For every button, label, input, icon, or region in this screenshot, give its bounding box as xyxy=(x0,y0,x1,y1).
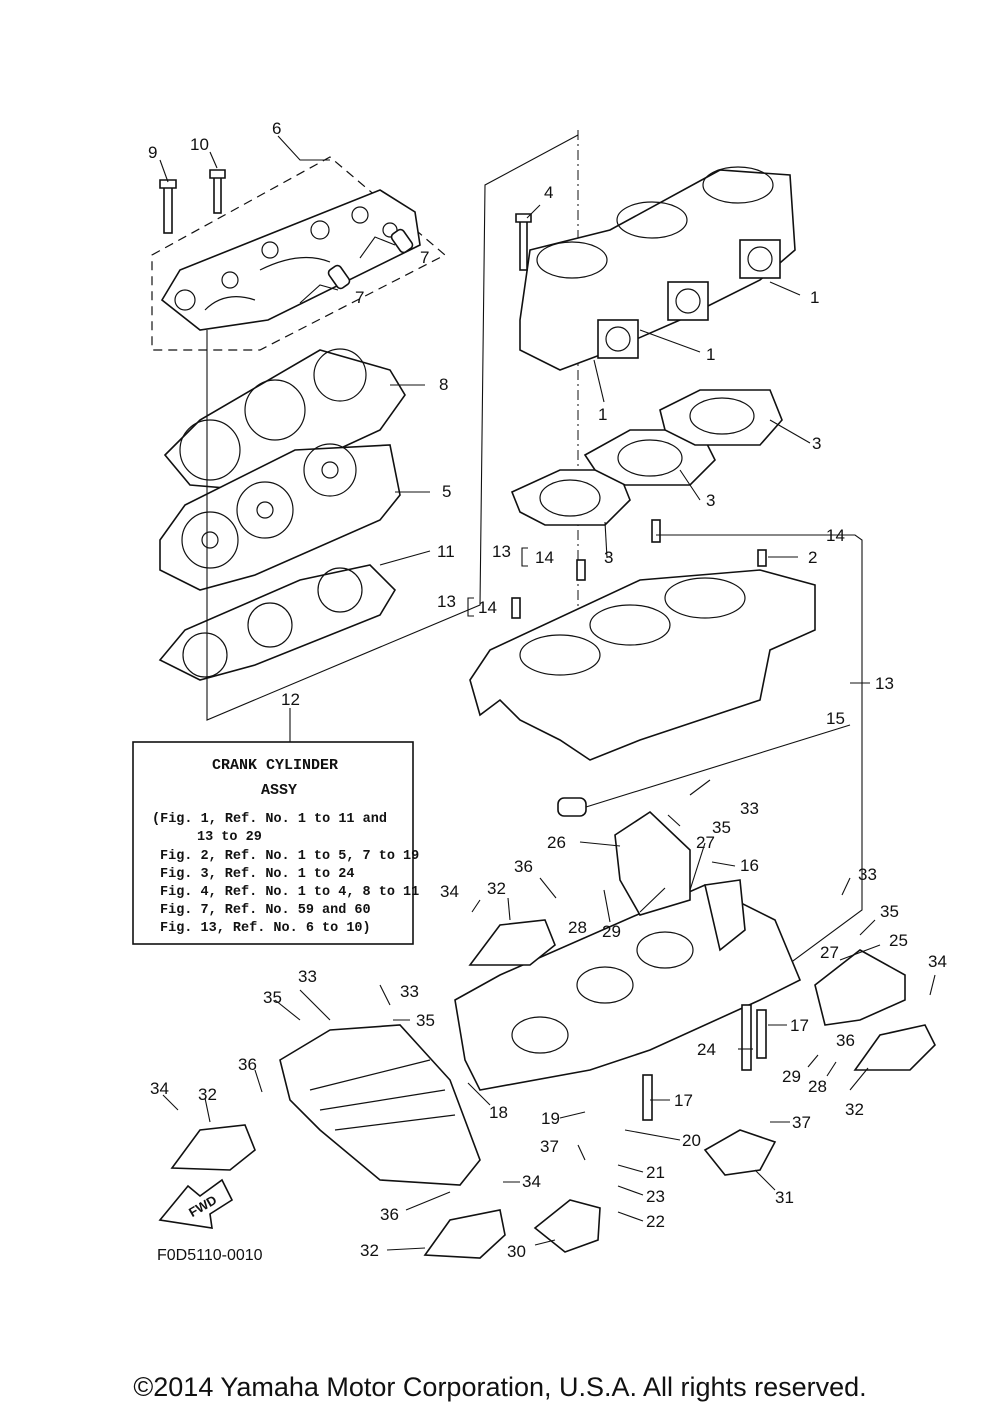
engine-mount-front xyxy=(614,810,691,916)
callout-35: 35 xyxy=(263,988,282,1007)
info-box-title-2: ASSY xyxy=(261,782,297,799)
callout-13: 13 xyxy=(437,592,456,611)
callout-25: 25 xyxy=(889,931,908,950)
cylinder-head xyxy=(159,444,401,591)
info-box-line-6: Fig. 7, Ref. No. 59 and 60 xyxy=(160,903,371,918)
callout-1: 1 xyxy=(810,288,819,307)
callout-37: 37 xyxy=(792,1113,811,1132)
callout-34: 34 xyxy=(522,1172,541,1191)
callout-24: 24 xyxy=(697,1040,716,1059)
info-box-line-4: Fig. 3, Ref. No. 1 to 24 xyxy=(160,867,354,882)
callout-3: 3 xyxy=(604,548,613,567)
head-gasket xyxy=(163,349,406,491)
callout-10: 10 xyxy=(190,135,209,154)
cylinder-head-group xyxy=(151,156,447,351)
callout-16: 16 xyxy=(740,856,759,875)
cylinder-block xyxy=(515,166,796,371)
callout-37: 37 xyxy=(540,1137,559,1156)
callout-13: 13 xyxy=(875,674,894,693)
callout-30: 30 xyxy=(507,1242,526,1261)
callout-9: 9 xyxy=(148,143,157,162)
callout-21: 21 xyxy=(646,1163,665,1182)
exhaust-manifold xyxy=(279,1024,481,1186)
bushing xyxy=(557,797,587,817)
callout-29: 29 xyxy=(602,922,621,941)
callout-31: 31 xyxy=(775,1188,794,1207)
callout-35: 35 xyxy=(880,902,899,921)
callout-29: 29 xyxy=(782,1067,801,1086)
callout-4: 4 xyxy=(544,183,553,202)
assembly-info-box: CRANK CYLINDER ASSY (Fig. 1, Ref. No. 1 … xyxy=(132,708,419,945)
callout-36: 36 xyxy=(836,1031,855,1050)
callout-36: 36 xyxy=(514,857,533,876)
exhaust-gasket xyxy=(158,564,397,681)
callout-15: 15 xyxy=(826,709,845,728)
callout-8: 8 xyxy=(439,375,448,394)
damper-mounts xyxy=(170,919,936,1259)
leader-lines xyxy=(159,135,936,1251)
callout-17: 17 xyxy=(674,1091,693,1110)
info-box-title-1: CRANK CYLINDER xyxy=(212,757,338,774)
info-box-line-5: Fig. 4, Ref. No. 1 to 4, 8 to 11 xyxy=(160,885,419,900)
head-chambers xyxy=(181,443,357,569)
callout-14: 14 xyxy=(826,526,845,545)
callout-7: 7 xyxy=(355,288,364,307)
base-gaskets xyxy=(510,389,783,526)
info-box-line-2: 13 to 29 xyxy=(197,830,262,845)
crankcase-lower xyxy=(454,879,802,1091)
callout-5: 5 xyxy=(442,482,451,501)
callout-33: 33 xyxy=(858,865,877,884)
callout-labels: 1 1 1 2 3 3 3 4 5 6 7 7 8 9 10 11 12 13 … xyxy=(148,119,947,1261)
gasket-holes xyxy=(179,348,367,481)
callout-6: 6 xyxy=(272,119,281,138)
callout-27: 27 xyxy=(696,833,715,852)
callout-33: 33 xyxy=(298,967,317,986)
info-box-line-1: (Fig. 1, Ref. No. 1 to 11 and xyxy=(152,812,387,827)
callout-36: 36 xyxy=(380,1205,399,1224)
callout-26: 26 xyxy=(547,833,566,852)
callout-17: 17 xyxy=(790,1016,809,1035)
callout-2: 2 xyxy=(808,548,817,567)
callout-7: 7 xyxy=(420,248,429,267)
callout-33: 33 xyxy=(740,799,759,818)
info-box-line-3: Fig. 2, Ref. No. 1 to 5, 7 to 19 xyxy=(160,849,419,864)
engine-mount-rear xyxy=(814,949,906,1026)
bracket-31 xyxy=(703,1129,777,1176)
bracket-30 xyxy=(533,1199,601,1253)
callout-32: 32 xyxy=(487,879,506,898)
callout-18: 18 xyxy=(489,1103,508,1122)
callout-33: 33 xyxy=(400,982,419,1001)
callout-28: 28 xyxy=(808,1077,827,1096)
copyright-notice: ©2014 Yamaha Motor Corporation, U.S.A. A… xyxy=(133,1372,867,1402)
callout-13: 13 xyxy=(492,542,511,561)
callout-12: 12 xyxy=(281,690,300,709)
callout-32: 32 xyxy=(360,1241,379,1260)
callout-14: 14 xyxy=(535,548,554,567)
callout-20: 20 xyxy=(682,1131,701,1150)
callout-23: 23 xyxy=(646,1187,665,1206)
callout-32: 32 xyxy=(845,1100,864,1119)
callout-36: 36 xyxy=(238,1055,257,1074)
callout-35: 35 xyxy=(712,818,731,837)
callout-1: 1 xyxy=(706,345,715,364)
callout-32: 32 xyxy=(198,1085,217,1104)
callout-14: 14 xyxy=(478,598,497,617)
callout-34: 34 xyxy=(928,952,947,971)
callout-1: 1 xyxy=(598,405,607,424)
callout-3: 3 xyxy=(706,491,715,510)
info-box-line-7: Fig. 13, Ref. No. 6 to 10) xyxy=(160,921,371,936)
callout-34: 34 xyxy=(150,1079,169,1098)
callout-27: 27 xyxy=(820,943,839,962)
callout-19: 19 xyxy=(541,1109,560,1128)
callout-22: 22 xyxy=(646,1212,665,1231)
callout-3: 3 xyxy=(812,434,821,453)
callout-11: 11 xyxy=(437,542,455,561)
fwd-arrow: FWD xyxy=(158,1178,234,1229)
callout-34: 34 xyxy=(440,882,459,901)
callout-35: 35 xyxy=(416,1011,435,1030)
callout-28: 28 xyxy=(568,918,587,937)
figure-code: F0D5110-0010 xyxy=(157,1247,263,1264)
crankcase-upper xyxy=(469,519,816,761)
